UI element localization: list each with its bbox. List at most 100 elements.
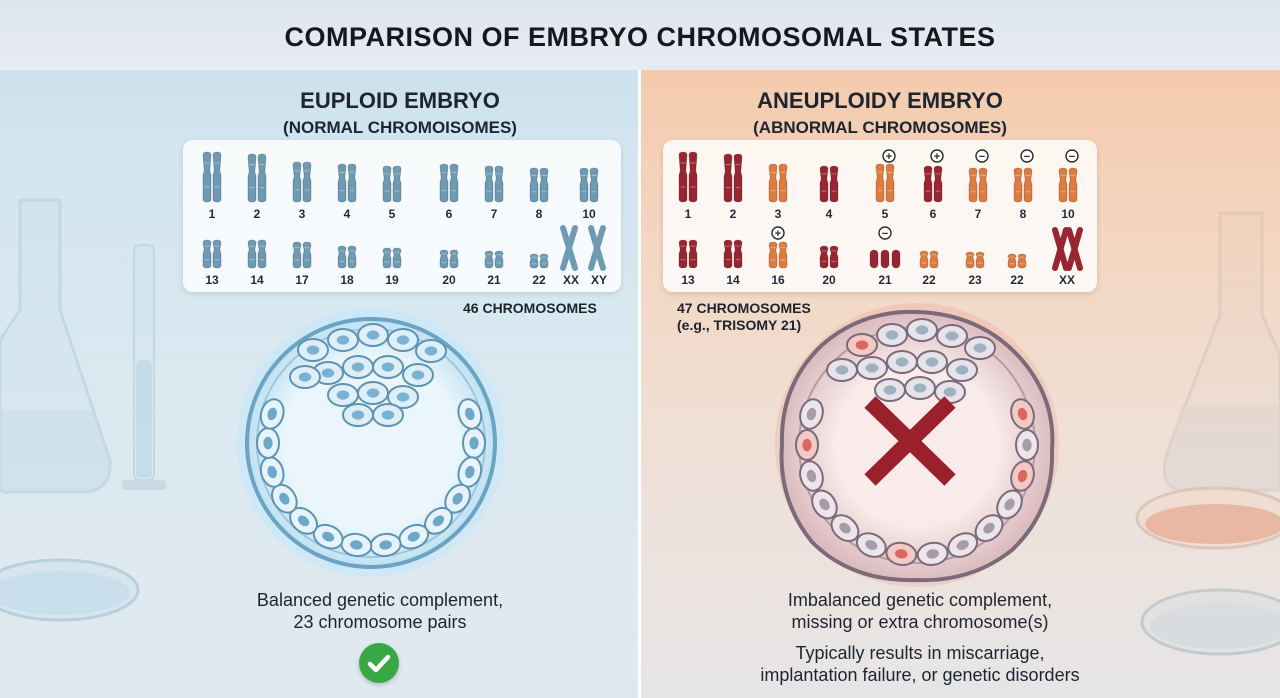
svg-text:−: − — [979, 151, 985, 163]
chromosome-pair-8 — [529, 167, 549, 203]
euploid-subheading: (NORMAL CHROMOISOMES) — [283, 118, 517, 137]
chromosome-pair-22 — [1007, 253, 1027, 269]
aneuploidy-caption: Imbalanced genetic complement, missing o… — [700, 589, 1140, 633]
chromosome-pair-8 — [1013, 167, 1033, 203]
trophectoderm-cell — [369, 532, 402, 558]
chromosome-label: 6 — [446, 207, 453, 221]
inner-cell-mass-cell — [342, 403, 374, 427]
chromosome-label: 14 — [726, 273, 740, 287]
inner-cell-mass-cell — [934, 380, 966, 404]
sex-chromosome-XY — [588, 225, 606, 271]
euploid-caption-line2: 23 chromosome pairs — [293, 612, 467, 632]
chromosome-pair-16 — [768, 241, 788, 269]
trophectoderm-cell — [811, 489, 838, 520]
trophectoderm-cell — [1010, 460, 1035, 492]
aneuploidy-caption-line2: missing or extra chromosome(s) — [791, 612, 1049, 632]
trophectoderm-cell — [799, 398, 824, 430]
chromosome-label: 1 — [209, 207, 216, 221]
chromosome-label: 5 — [389, 207, 396, 221]
trophectoderm-cell — [312, 523, 344, 550]
euploid-chromosome-count: 46 CHROMOSOMES — [463, 300, 597, 316]
chromosome-label: 13 — [681, 273, 695, 287]
chromosome-label: 18 — [340, 273, 354, 287]
chromosome-pair-3 — [768, 163, 788, 203]
chromosome-pair-14 — [723, 239, 743, 269]
euploid-heading-block: EUPLOID EMBRYO (NORMAL CHROMOISOMES) — [200, 88, 600, 138]
euploid-heading: EUPLOID EMBRYO — [300, 88, 500, 113]
chromosome-pair-13 — [202, 239, 222, 269]
chromosome-label: 6 — [930, 207, 937, 221]
chromosome-label: XX — [1059, 273, 1075, 287]
trophectoderm-cell — [1010, 398, 1035, 430]
chromosome-pair-22 — [529, 253, 549, 269]
chromosome-label: 22 — [532, 273, 546, 287]
aneuploidy-heading: ANEUPLOIDY EMBRYO — [757, 88, 1003, 113]
trophectoderm-cell — [457, 398, 483, 430]
chromosome-pair-2 — [723, 153, 743, 203]
chromosome-pair-4 — [337, 163, 357, 203]
chromosome-label: 3 — [775, 207, 782, 221]
chromosome-label: 17 — [295, 273, 309, 287]
chromosome-label: 10 — [1061, 207, 1075, 221]
aneuploidy-subheading: (ABNORMAL CHROMOSOMES) — [753, 118, 1007, 137]
missing-chromosome-marker: − — [878, 226, 892, 240]
chromosome-pair-18 — [337, 245, 357, 269]
inner-cell-mass-cell — [964, 336, 996, 360]
chromosome-label: 23 — [968, 273, 982, 287]
inner-cell-mass-cell — [372, 403, 404, 427]
chromosome-pair-17 — [292, 241, 312, 269]
svg-text:−: − — [1069, 151, 1075, 163]
trophectoderm-cell — [974, 514, 1004, 543]
chromosome-pair-2 — [247, 153, 267, 203]
missing-chromosome-marker: − — [1020, 149, 1034, 163]
chromosome-label: XY — [591, 273, 607, 287]
chromosome-label: 4 — [344, 207, 351, 221]
inner-cell-mass-cell — [856, 356, 888, 380]
aneuploidy-outcome-line1: Typically results in miscarriage, — [795, 643, 1045, 663]
inner-cell-mass-cell — [297, 338, 329, 362]
chromosome-pair-23 — [965, 251, 985, 269]
sex-chromosome-XX — [1052, 227, 1083, 271]
trophectoderm-cell — [916, 541, 949, 566]
trophectoderm-cell — [259, 456, 285, 488]
chromosome-pair-10 — [1058, 167, 1078, 203]
chromosome-pair-3 — [292, 161, 312, 203]
page-title: COMPARISON OF EMBRYO CHROMOSOMAL STATES — [284, 22, 996, 52]
chromosome-pair-7 — [484, 165, 504, 203]
chromosome-pair-5 — [382, 165, 402, 203]
chromosome-label: 4 — [826, 207, 833, 221]
chromosome-pair-20 — [819, 245, 839, 269]
trophectoderm-cell — [885, 541, 918, 566]
trophectoderm-cell — [855, 532, 887, 558]
svg-text:−: − — [882, 228, 888, 240]
chromosome-pair-14 — [247, 239, 267, 269]
chromosome-pair-13 — [678, 239, 698, 269]
cross-icon — [864, 396, 956, 486]
aneuploidy-count-line1: 47 CHROMOSOMES — [677, 300, 811, 316]
chromosome-pair-4 — [819, 165, 839, 203]
chromosome-label: 19 — [385, 273, 399, 287]
inner-cell-mass-cell — [946, 358, 978, 382]
sex-chromosome-XX — [560, 225, 578, 271]
check-icon — [359, 643, 399, 683]
aneuploidy-heading-block: ANEUPLOIDY EMBRYO (ABNORMAL CHROMOSOMES) — [680, 88, 1080, 138]
aneuploidy-blastocyst-image — [775, 303, 1059, 587]
inner-cell-mass-cell — [387, 385, 419, 409]
chromosome-label: 20 — [822, 273, 836, 287]
trophectoderm-cell — [259, 398, 285, 430]
inner-cell-mass-cell — [904, 376, 936, 400]
chromosome-label: 22 — [1010, 273, 1024, 287]
chromosome-label: 13 — [205, 273, 219, 287]
chromosome-label: 8 — [536, 207, 543, 221]
aneuploidy-outcome: Typically results in miscarriage, implan… — [700, 642, 1140, 686]
extra-chromosome-marker: + — [930, 149, 944, 163]
inner-cell-mass-cell — [846, 333, 878, 357]
extra-chromosome-marker: + — [882, 149, 896, 163]
inner-cell-mass-cell — [342, 355, 374, 379]
missing-chromosome-marker: − — [1065, 149, 1079, 163]
chromosome-pair-1 — [678, 151, 698, 203]
chromosome-label: 10 — [582, 207, 596, 221]
trophectoderm-cell — [795, 429, 819, 461]
